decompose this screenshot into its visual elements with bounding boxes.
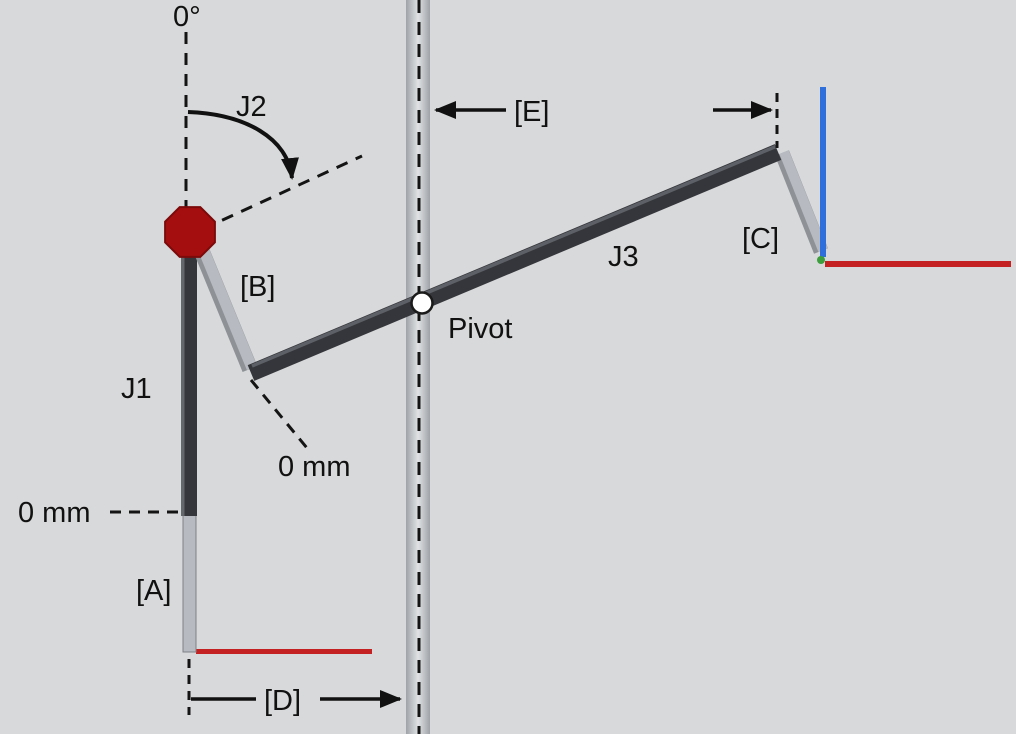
label-j1: J1 <box>121 373 152 405</box>
label-pivot: Pivot <box>448 313 512 345</box>
label-j2: J2 <box>236 91 267 123</box>
end-axis-blue <box>820 87 826 257</box>
link-a-segment <box>182 513 197 653</box>
label-zero-degrees: 0° <box>173 1 201 33</box>
label-zero-mm-left: 0 mm <box>18 497 91 529</box>
pivot-marker <box>410 291 434 315</box>
link-b-segment <box>196 243 258 371</box>
link-j3-highlight <box>251 144 778 368</box>
label-a: [A] <box>136 575 171 607</box>
label-e: [E] <box>514 96 549 128</box>
j2-target-dashed-line <box>202 154 363 231</box>
link-j1 <box>181 248 197 516</box>
label-c: [C] <box>742 223 779 255</box>
end-axis-red <box>825 261 1011 267</box>
link-j1-highlight <box>181 248 185 516</box>
zero-mm-diagonal-dashed-line <box>249 379 309 449</box>
joint-marker-red <box>164 206 216 258</box>
base-axis-red <box>196 649 372 654</box>
label-zero-mm-diagonal: 0 mm <box>278 451 351 483</box>
label-d: [D] <box>264 685 301 717</box>
label-j3: J3 <box>608 241 639 273</box>
label-b: [B] <box>240 271 275 303</box>
end-origin-green-dot <box>817 256 825 264</box>
link-c-segment <box>779 150 828 252</box>
j2-rotation-arrow <box>187 110 299 180</box>
link-j3 <box>247 144 782 381</box>
